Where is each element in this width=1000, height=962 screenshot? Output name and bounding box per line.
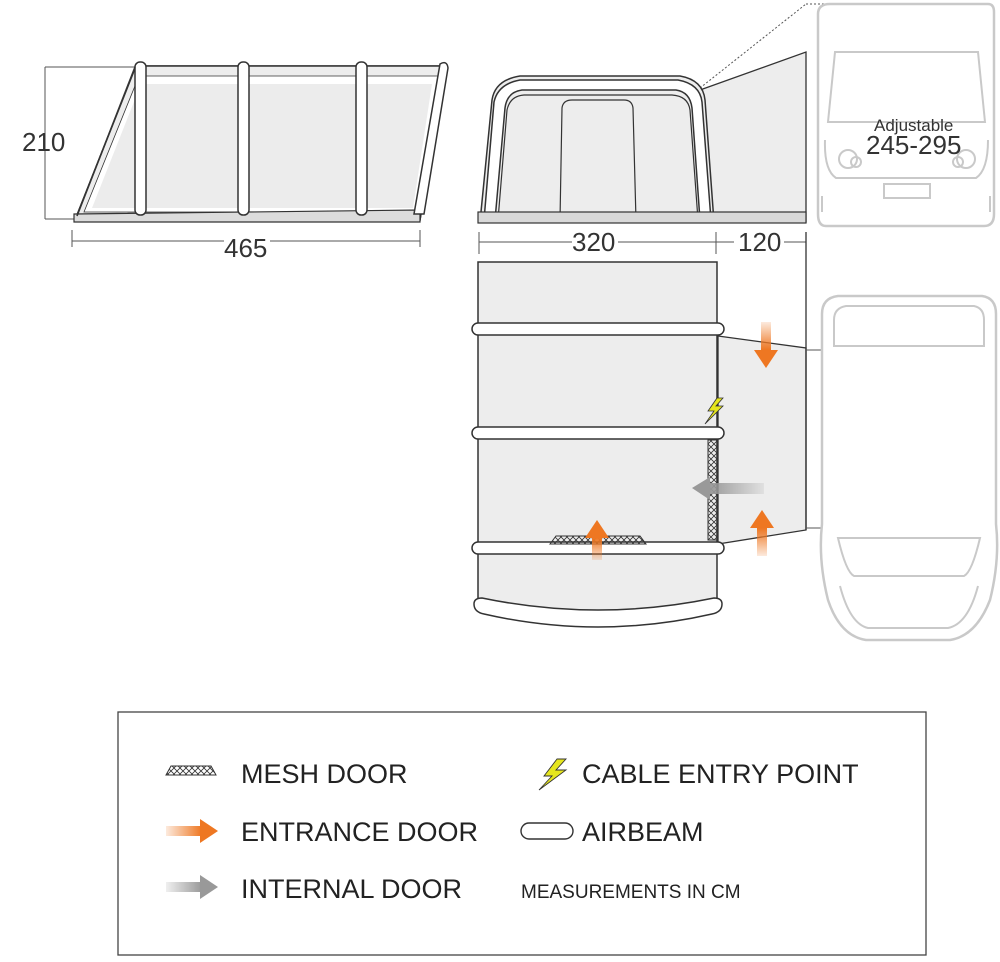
side-pole-2 [237, 61, 250, 216]
legend-airbeam: AIRBEAM [582, 817, 704, 847]
plan-tent-body [477, 261, 718, 625]
legend-units-note: MEASUREMENTS IN CM [521, 882, 741, 903]
front-view: 320 120 [477, 3, 913, 257]
plan-cable-entry-icon [704, 397, 724, 425]
legend-cable-entry: CABLE ENTRY POINT [582, 759, 859, 789]
plan-airbeam-2 [471, 426, 725, 440]
legend-mesh-door: MESH DOOR [241, 759, 408, 789]
connector-dimension: 120 [738, 227, 781, 257]
height-dimension: 210 [22, 127, 65, 157]
legend-internal-door: INTERNAL DOOR [241, 874, 462, 904]
mesh-door-icon [165, 765, 217, 776]
adjustable-label: Adjustable [874, 116, 953, 135]
plan-view: 310 [471, 232, 879, 628]
side-pole-1 [134, 61, 147, 216]
side-view: 210 465 [22, 61, 449, 263]
entrance-arrow-icon [166, 819, 218, 843]
side-pole-4 [413, 61, 449, 215]
width-dimension: 320 [572, 227, 615, 257]
connector-tunnel [699, 51, 807, 223]
legend-entrance-door: ENTRANCE DOOR [241, 817, 478, 847]
legend: MESH DOOR ENTRANCE DOOR INTERNAL DOOR CA… [117, 711, 927, 956]
vehicle-front: Adjustable 245-295 [816, 2, 996, 228]
lightning-icon [538, 758, 568, 791]
adjustable-range: 245-295 [866, 130, 961, 160]
internal-arrow-icon [166, 875, 218, 899]
plan-internal-arrow [692, 477, 764, 500]
plan-airbeam-1 [471, 322, 725, 336]
plan-entrance-arrow-top [754, 322, 778, 368]
vehicle-top [819, 294, 999, 642]
plan-entrance-arrow-front [585, 520, 609, 560]
plan-entrance-arrow-bottom [750, 510, 774, 556]
airbeam-icon [520, 822, 574, 840]
length-dimension: 465 [224, 233, 267, 263]
side-pole-3 [355, 61, 368, 216]
